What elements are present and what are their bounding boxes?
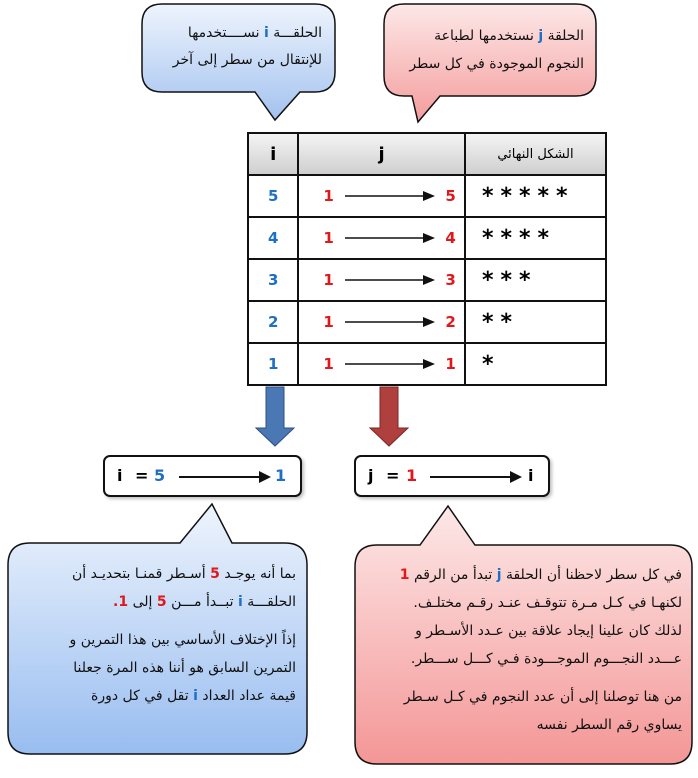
right-arrow-icon (345, 359, 436, 369)
cell-stars: ***** (463, 174, 608, 218)
loop-j-box: j = 1 i (354, 455, 550, 497)
cell-i: 5 (246, 174, 300, 218)
cell-stars: ** (463, 300, 608, 344)
cell-stars: **** (463, 216, 608, 260)
cell-i: 3 (246, 258, 300, 302)
down-arrow-blue-icon (254, 386, 296, 447)
bubble-i-top-shape (141, 3, 336, 122)
header-i: i (246, 132, 300, 176)
cell-i: 4 (246, 216, 300, 260)
cell-i: 2 (246, 300, 300, 344)
table-header-row: i j الشكل النهائي (246, 132, 608, 176)
bubble-i-bottom-shape (7, 502, 308, 755)
down-arrow-red-icon (368, 386, 410, 447)
right-arrow-icon (345, 191, 436, 201)
bubble-j-top-text: الحلقة j نستخدمها لطباعة النجوم الموجودة… (409, 28, 584, 72)
loop-i-box: i = 5 1 (103, 455, 302, 497)
bubble-i-bottom-text: بما أنه يوجـد 5 أسـطر قمنـا بتحديـد أن ا… (69, 566, 296, 704)
bubble-i-top-text: الحلقـــة i نســــتخدمها للإنتقال من سطر… (172, 25, 322, 68)
bubble-j-bottom-shape (354, 504, 693, 765)
loop-j-var: j (368, 466, 374, 485)
right-arrow-icon (430, 471, 522, 483)
loop-i-start: 5 (154, 466, 166, 485)
cell-stars: *** (463, 258, 608, 302)
cell-i: 1 (246, 342, 300, 386)
header-final-shape: الشكل النهائي (463, 132, 608, 176)
bubble-j-bottom-text: في كل سطر لاحظنا أن الحلقة j تبدأ من الر… (399, 567, 682, 733)
bubble-j-top-shape (383, 3, 597, 124)
loop-i-var: i (117, 466, 123, 485)
loop-j-end: i (528, 466, 534, 485)
header-j: j (297, 132, 466, 176)
loop-j-start: 1 (406, 466, 418, 485)
cell-stars: * (463, 342, 608, 386)
right-arrow-icon (345, 233, 436, 243)
right-arrow-icon (345, 275, 436, 285)
loop-i-eq: = (135, 466, 149, 485)
loop-j-eq: = (386, 466, 400, 485)
right-arrow-icon (345, 317, 436, 327)
loop-i-end: 1 (275, 466, 287, 485)
right-arrow-icon (179, 471, 271, 483)
